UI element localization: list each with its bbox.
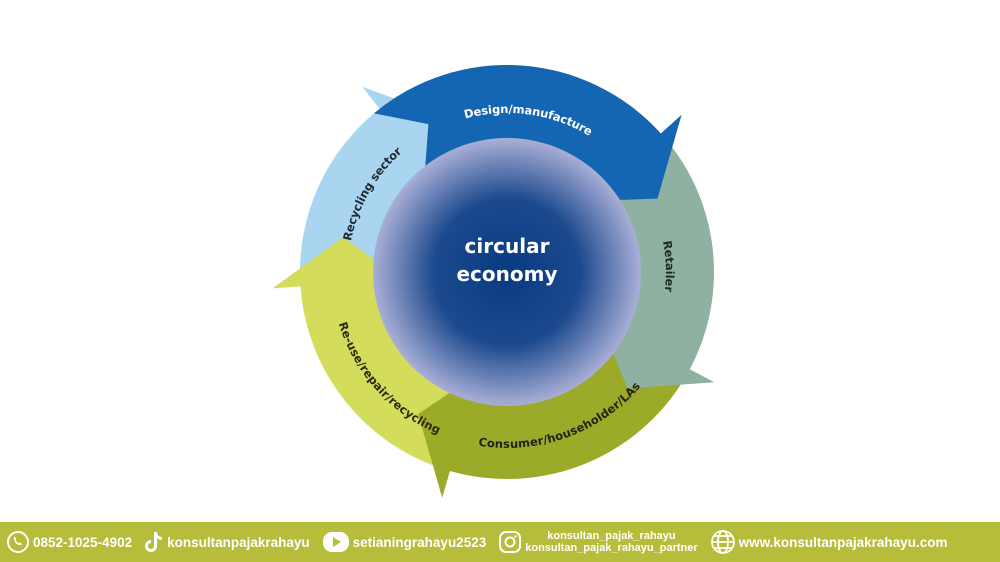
footer-tiktok[interactable]: konsultanpajakrahayu bbox=[144, 531, 310, 553]
instagram-icon bbox=[499, 531, 522, 553]
youtube-icon bbox=[322, 532, 349, 552]
website-url: www.konsultanpajakrahayu.com bbox=[738, 534, 948, 550]
center-label-line2: economy bbox=[456, 262, 557, 286]
phone-number: 0852-1025-4902 bbox=[33, 534, 133, 550]
globe-icon bbox=[710, 530, 735, 554]
footer-website[interactable]: www.konsultanpajakrahayu.com bbox=[710, 529, 948, 555]
instagram-handle-1: konsultan_pajak_rahayu bbox=[547, 530, 676, 542]
contact-footer: 0852-1025-4902 konsultanpajakrahayu seti… bbox=[0, 522, 1000, 562]
segment-arrow-design-manufacture bbox=[373, 64, 682, 202]
youtube-handle: setianingrahayu2523 bbox=[352, 534, 487, 550]
center-label-line1: circular bbox=[465, 234, 550, 258]
footer-phone[interactable]: 0852-1025-4902 bbox=[6, 530, 132, 554]
circular-economy-diagram: circular economy Design/manufactureRetai… bbox=[272, 64, 715, 498]
whatsapp-icon bbox=[7, 531, 29, 553]
footer-instagram[interactable]: konsultan_pajak_rahayu konsultan_pajak_r… bbox=[498, 530, 698, 554]
tiktok-handle: konsultanpajakrahayu bbox=[167, 534, 310, 550]
segment-label-retailer: Retailer bbox=[660, 240, 677, 293]
instagram-handle-2: konsultan_pajak_rahayu_partner bbox=[525, 542, 698, 554]
center-circle bbox=[373, 138, 641, 406]
footer-youtube[interactable]: setianingrahayu2523 bbox=[322, 531, 487, 553]
segment-arrow-recycling-sector bbox=[300, 86, 445, 287]
tiktok-icon bbox=[145, 532, 163, 552]
